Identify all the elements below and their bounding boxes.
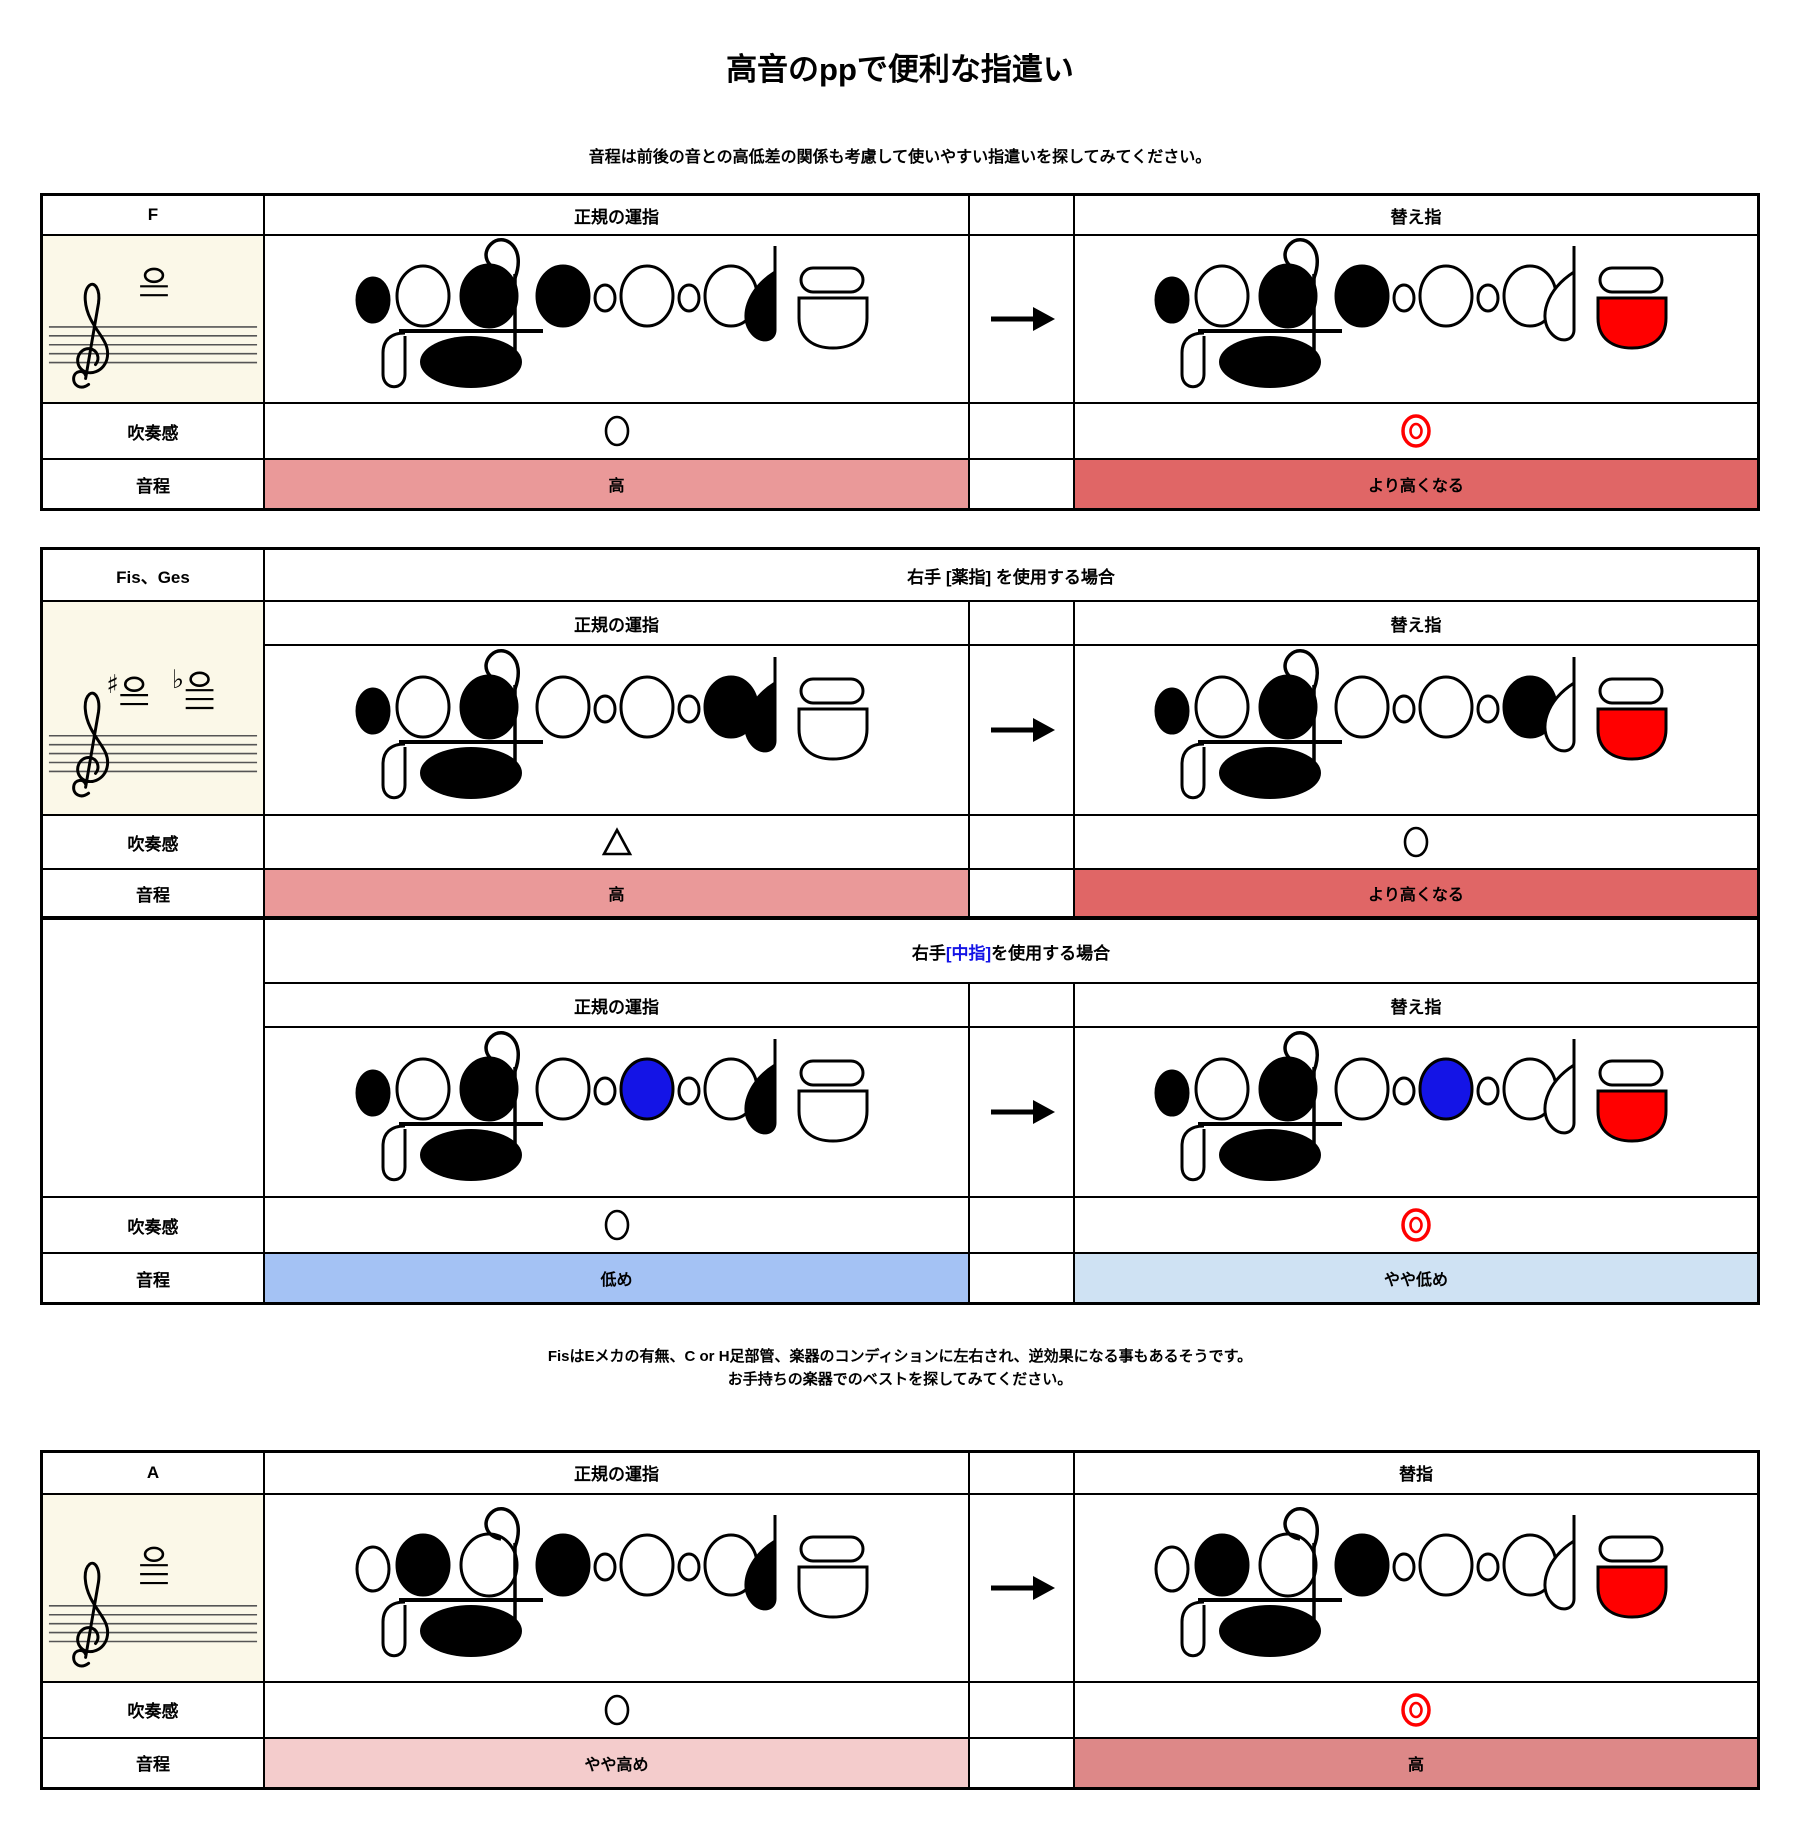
page-subtitle: 音程は前後の音との高低差の関係も考慮して使いやすい指遣いを探してみてください。 <box>588 149 1212 166</box>
note-name-f: F <box>43 196 265 236</box>
spacer-cell <box>970 1738 1075 1787</box>
spacer-cell <box>970 196 1075 236</box>
column-header-alternate-fis2: 替え指 <box>1075 984 1757 1028</box>
staff-cell-f <box>43 236 265 404</box>
pitch-value-regular-f: 高 <box>265 460 970 508</box>
spacer-cell <box>970 1452 1075 1495</box>
page-title: 高音のppで便利な指遣い <box>726 52 1074 87</box>
breath-label: 吹奏感 <box>43 404 265 460</box>
pitch-value-alternate-fis2: やや低め <box>1075 1254 1757 1302</box>
table-fis-ges: Fis、Ges 右手 [薬指] を使用する場合 ♯♭ 正規の運指 替え指 吹奏感… <box>40 547 1760 1305</box>
fingering-diagram-regular-a <box>265 1494 970 1683</box>
pitch-value-alternate-fis1: より高くなる <box>1075 870 1757 920</box>
spacer-cell <box>970 1254 1075 1302</box>
spacer-cell <box>970 1682 1075 1739</box>
note-name-fis-ges: Fis、Ges <box>43 550 265 602</box>
column-header-alternate-a: 替指 <box>1075 1453 1757 1495</box>
pitch-value-alternate-a: 高 <box>1075 1738 1757 1787</box>
fingering-chart-page: { "title": "高音のppで便利な指遣い", "subtitle": "… <box>0 44 1800 1830</box>
breath-label: 吹奏感 <box>43 816 265 870</box>
fingering-diagram-alternate-fis1 <box>1075 646 1757 816</box>
table-f: F 正規の運指 替え指 吹奏感 音程 高 より高くなる <box>40 193 1760 511</box>
column-header-regular-fis2: 正規の運指 <box>265 984 970 1028</box>
pitch-value-regular-fis1: 高 <box>265 870 970 920</box>
fingering-diagram-alternate-f <box>1075 236 1757 404</box>
breath-symbol-alternate-fis2 <box>1075 1198 1757 1254</box>
fingering-diagram-regular-fis1 <box>265 646 970 816</box>
breath-symbol-regular-f <box>265 404 970 460</box>
column-header-regular-f: 正規の運指 <box>265 196 970 236</box>
pitch-value-alternate-f: より高くなる <box>1075 460 1757 508</box>
breath-symbol-regular-fis1 <box>265 816 970 870</box>
pitch-label: 音程 <box>43 1254 265 1302</box>
pitch-label: 音程 <box>43 460 265 508</box>
pitch-value-regular-fis2: 低め <box>265 1254 970 1302</box>
spacer-cell <box>970 460 1075 508</box>
spacer-cell <box>970 984 1075 1028</box>
pitch-label: 音程 <box>43 1738 265 1787</box>
spacer-cell <box>970 870 1075 920</box>
column-header-regular-a: 正規の運指 <box>265 1452 970 1495</box>
breath-symbol-alternate-f <box>1075 404 1757 460</box>
right-arrow-icon <box>970 1494 1075 1683</box>
staff-cell-a <box>43 1494 265 1683</box>
svg-text:♭: ♭ <box>172 665 184 695</box>
breath-symbol-regular-fis2 <box>265 1198 970 1254</box>
right-arrow-icon <box>970 1028 1075 1198</box>
column-header-alternate-fis1: 替え指 <box>1075 602 1757 646</box>
spacer-cell <box>970 602 1075 646</box>
right-arrow-icon <box>970 646 1075 816</box>
spacer-cell <box>970 1198 1075 1254</box>
breath-label: 吹奏感 <box>43 1682 265 1739</box>
breath-symbol-regular-a <box>265 1682 970 1739</box>
footnote: FisはEメカの有無、C or H足部管、楽器のコンディションに左右され、逆効果… <box>40 1345 1760 1392</box>
table-a: A 正規の運指 替指 吹奏感 音程 やや高め 高 <box>40 1449 1760 1790</box>
pitch-value-regular-a: やや高め <box>265 1738 970 1787</box>
spacer-cell <box>970 816 1075 870</box>
column-header-regular-fis1: 正規の運指 <box>265 602 970 646</box>
fingering-diagram-alternate-fis2 <box>1075 1028 1757 1198</box>
right-arrow-icon <box>970 236 1075 404</box>
column-header-alternate-f: 替え指 <box>1075 196 1757 236</box>
pitch-label: 音程 <box>43 870 265 920</box>
breath-label: 吹奏感 <box>43 1198 265 1254</box>
staff-cell-fis-ges: ♯♭ <box>43 602 265 816</box>
empty-left-cell <box>43 920 265 1198</box>
section-header-ring-finger: 右手 [薬指] を使用する場合 <box>265 550 1757 602</box>
fingering-diagram-regular-fis2 <box>265 1028 970 1198</box>
breath-symbol-alternate-fis1 <box>1075 816 1757 870</box>
note-name-a: A <box>43 1452 265 1495</box>
section-header-middle-finger: 右手 [中指] を使用する場合 <box>265 920 1757 984</box>
footnote-line-2: お手持ちの楽器でのベストを探してみてください。 <box>727 1371 1073 1389</box>
spacer-cell <box>970 404 1075 460</box>
breath-symbol-alternate-a <box>1075 1683 1757 1739</box>
footnote-line-1: FisはEメカの有無、C or H足部管、楽器のコンディションに左右され、逆効果… <box>547 1348 1253 1365</box>
fingering-diagram-alternate-a <box>1075 1495 1757 1683</box>
svg-text:♯: ♯ <box>106 670 118 700</box>
fingering-diagram-regular-f <box>265 236 970 404</box>
